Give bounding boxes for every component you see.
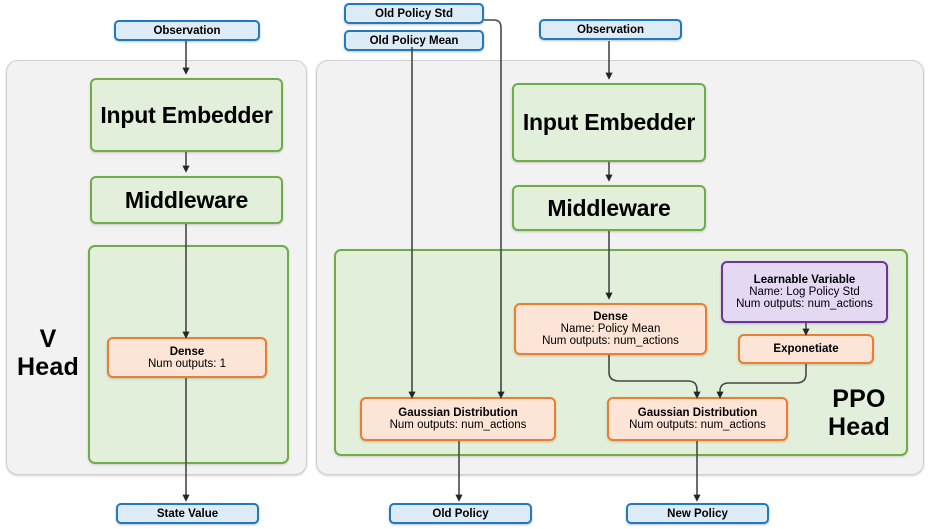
ppo-head-dense-num-outputs: Num outputs: num_actions — [542, 335, 679, 347]
output-old-policy[interactable]: Old Policy — [389, 503, 532, 524]
input-old-policy-mean[interactable]: Old Policy Mean — [344, 30, 484, 51]
ppo-head-input-embedder-label: Input Embedder — [522, 109, 696, 135]
v-head-middleware[interactable]: Middleware — [90, 176, 283, 224]
input-observation-right[interactable]: Observation — [539, 19, 682, 40]
v-head-middleware-label: Middleware — [124, 186, 249, 213]
gaussian-old-title: Gaussian Distribution — [398, 407, 518, 419]
ppo-head-dense-name: Name: Policy Mean — [560, 323, 661, 335]
ppo-head-dense-policy-mean[interactable]: Dense Name: Policy Mean Num outputs: num… — [514, 303, 707, 355]
ppo-head-learnable-variable[interactable]: Learnable Variable Name: Log Policy Std … — [721, 261, 888, 323]
learnable-variable-num-outputs: Num outputs: num_actions — [736, 298, 873, 310]
v-head-label-line1: V — [39, 325, 57, 353]
ppo-head-dense-title: Dense — [593, 311, 628, 323]
ppo-head-label: PPO Head — [820, 385, 898, 441]
gaussian-new-title: Gaussian Distribution — [637, 407, 758, 419]
ppo-head-input-embedder[interactable]: Input Embedder — [512, 83, 706, 162]
ppo-head-label-line2: Head — [828, 413, 890, 441]
v-head-label: V Head — [10, 325, 86, 381]
input-old-policy-std-label: Old Policy Std — [375, 7, 453, 20]
ppo-head-middleware-label: Middleware — [547, 194, 671, 221]
v-head-label-line2: Head — [17, 353, 79, 381]
input-observation-right-label: Observation — [576, 23, 645, 36]
v-head-input-embedder-label: Input Embedder — [100, 101, 273, 128]
input-old-policy-mean-label: Old Policy Mean — [369, 34, 459, 47]
v-head-input-embedder[interactable]: Input Embedder — [90, 78, 283, 152]
v-head-dense[interactable]: Dense Num outputs: 1 — [107, 337, 267, 378]
input-observation-left[interactable]: Observation — [114, 20, 260, 41]
learnable-variable-title: Learnable Variable — [753, 274, 856, 286]
input-old-policy-std[interactable]: Old Policy Std — [344, 3, 484, 24]
ppo-head-middleware[interactable]: Middleware — [512, 185, 706, 231]
output-new-policy[interactable]: New Policy — [626, 503, 769, 524]
output-old-policy-label: Old Policy — [432, 507, 489, 520]
output-state-value[interactable]: State Value — [116, 503, 259, 524]
learnable-variable-name: Name: Log Policy Std — [749, 286, 860, 298]
output-new-policy-label: New Policy — [667, 507, 728, 520]
ppo-head-gaussian-new[interactable]: Gaussian Distribution Num outputs: num_a… — [607, 397, 788, 441]
gaussian-new-num-outputs: Num outputs: num_actions — [629, 419, 766, 431]
exponentiate-label: Exponetiate — [773, 343, 839, 355]
output-state-value-label: State Value — [156, 507, 219, 520]
input-observation-left-label: Observation — [153, 24, 221, 37]
ppo-head-label-line1: PPO — [832, 385, 886, 413]
gaussian-old-num-outputs: Num outputs: num_actions — [389, 419, 527, 431]
ppo-head-gaussian-old[interactable]: Gaussian Distribution Num outputs: num_a… — [360, 397, 556, 441]
ppo-head-exponentiate[interactable]: Exponetiate — [738, 334, 874, 364]
v-head-dense-num-outputs: Num outputs: 1 — [148, 357, 226, 370]
v-head-dense-title: Dense — [169, 345, 205, 358]
